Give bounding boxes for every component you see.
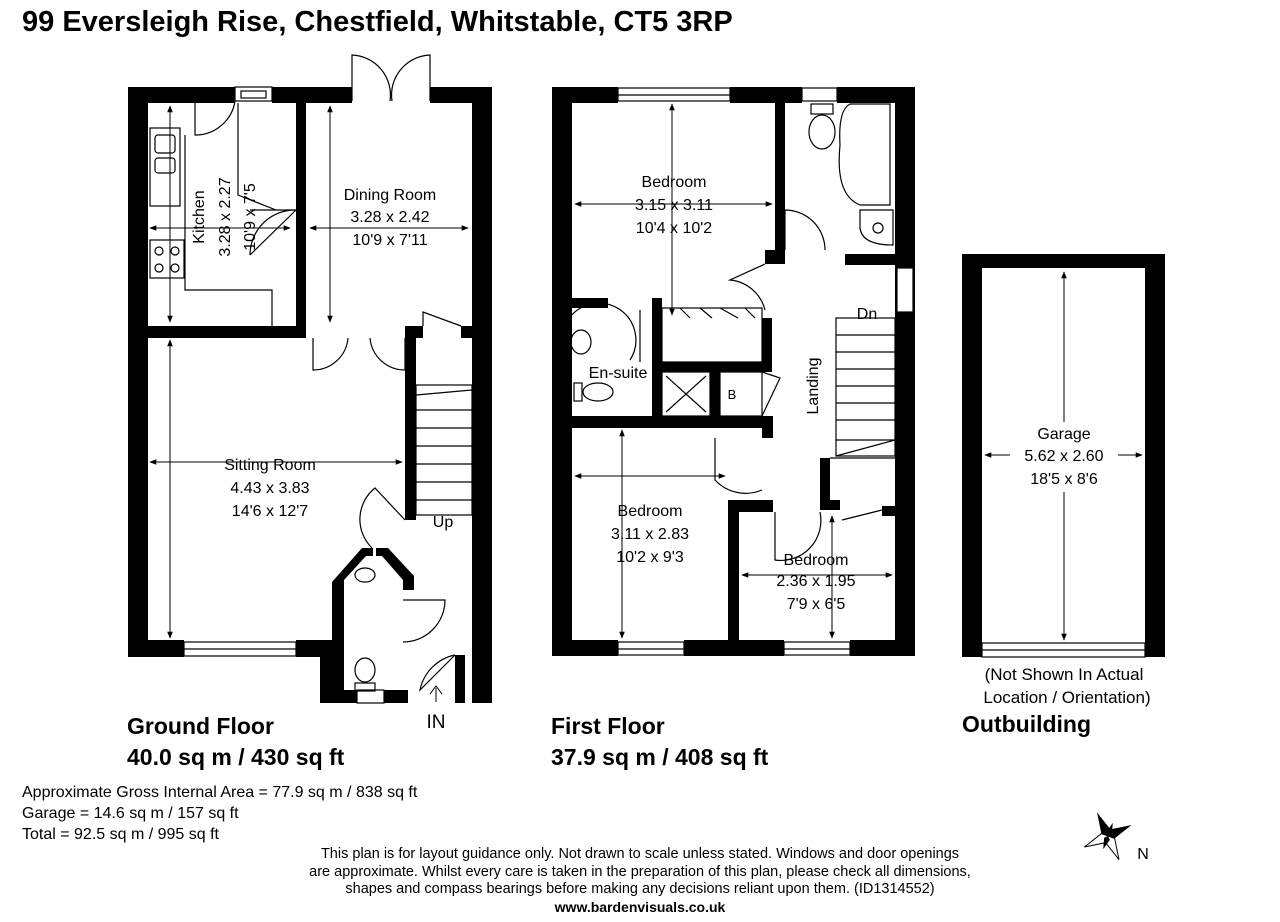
- wall: [455, 655, 465, 703]
- outbuilding-plan: [962, 254, 1165, 657]
- wall: [145, 326, 305, 338]
- ground-floor-area: 40.0 sq m / 430 sq ft: [127, 744, 345, 770]
- landing-label: Landing: [805, 358, 822, 415]
- wall: [652, 298, 662, 416]
- wall: [710, 362, 720, 416]
- total-area-text: Total = 92.5 sq m / 995 sq ft: [22, 826, 219, 843]
- wall: [405, 326, 416, 520]
- wall: [820, 458, 830, 508]
- wall: [895, 87, 915, 656]
- bedroom-2-metric: 3.11 x 2.83: [611, 526, 689, 543]
- wall: [568, 298, 608, 308]
- entrance-label: IN: [427, 712, 446, 733]
- first-floor-area: 37.9 sq m / 408 sq ft: [551, 744, 769, 770]
- wall: [376, 548, 414, 590]
- first-floor-details: [567, 87, 914, 656]
- bedroom-3-metric: 2.36 x 1.95: [776, 573, 855, 590]
- wall: [775, 101, 785, 256]
- bedroom-3-imperial: 7'9 x 6'5: [787, 596, 846, 613]
- disclaimer-line3: shapes and compass bearings before makin…: [345, 881, 935, 897]
- bedroom-3-label: Bedroom: [784, 552, 849, 569]
- wall: [552, 87, 572, 656]
- page-title: 99 Eversleigh Rise, Chestfield, Whitstab…: [22, 6, 733, 38]
- entrance-arrow-icon: [429, 685, 443, 702]
- dining-room-imperial: 10'9 x 7'11: [352, 232, 427, 249]
- compass-north-label: N: [1137, 846, 1149, 863]
- gross-area-text: Approximate Gross Internal Area = 77.9 s…: [22, 784, 418, 801]
- first-floor-dimension-arrows: [574, 103, 893, 639]
- wall: [1145, 254, 1165, 657]
- website-link[interactable]: www.bardenvisuals.co.uk: [554, 899, 726, 915]
- bedroom-2-imperial: 10'2 x 9'3: [616, 549, 684, 566]
- wall: [730, 87, 802, 103]
- ground-floor-labels: Kitchen 3.28 x 2.27 10'9 x 7'5 Dining Ro…: [191, 177, 453, 733]
- garage-door: [981, 642, 1146, 658]
- dining-room-label: Dining Room: [344, 187, 436, 204]
- wall: [320, 548, 373, 703]
- bedroom-1-metric: 3.15 x 3.11: [635, 197, 713, 214]
- first-floor-labels: Bedroom 3.15 x 3.11 10'4 x 10'2 Bedroom …: [589, 174, 878, 613]
- ground-floor-title: Ground Floor: [127, 713, 274, 739]
- wall: [850, 640, 915, 656]
- wall: [472, 87, 492, 703]
- wall: [765, 250, 785, 264]
- ground-floor-plan: [128, 87, 492, 703]
- wall: [128, 87, 148, 657]
- compass-icon: N: [1084, 812, 1149, 863]
- stairs-down-label: Dn: [857, 306, 877, 323]
- sitting-room-metric: 4.43 x 3.83: [230, 480, 309, 497]
- outbuilding-labels: Garage 5.62 x 2.60 18'5 x 8'6 (Not Shown…: [983, 422, 1151, 707]
- wall: [845, 254, 897, 265]
- wall: [684, 640, 784, 656]
- kitchen-label: Kitchen: [191, 190, 208, 243]
- garage-label: Garage: [1037, 426, 1090, 443]
- garage-metric: 5.62 x 2.60: [1024, 448, 1103, 465]
- outbuilding-note-line2: Location / Orientation): [983, 688, 1150, 707]
- wall: [552, 87, 618, 103]
- disclaimer-line1: This plan is for layout guidance only. N…: [320, 846, 960, 862]
- wall: [128, 640, 184, 657]
- wall: [962, 254, 982, 657]
- wall: [568, 416, 773, 428]
- wall: [128, 87, 235, 103]
- bedroom-1-imperial: 10'4 x 10'2: [636, 220, 712, 237]
- kitchen-imperial: 10'9 x 7'5: [242, 183, 259, 251]
- kitchen-metric: 3.28 x 2.27: [217, 177, 234, 256]
- wall: [728, 500, 739, 645]
- wall: [962, 254, 1165, 268]
- sitting-room-imperial: 14'6 x 12'7: [232, 503, 308, 520]
- bedroom-1-label: Bedroom: [642, 174, 707, 191]
- stairs-up-label: Up: [433, 514, 454, 531]
- wall: [728, 500, 773, 512]
- dining-room-metric: 3.28 x 2.42: [350, 209, 429, 226]
- wall: [461, 326, 476, 338]
- wall: [820, 500, 840, 510]
- wall: [762, 318, 772, 372]
- first-floor-plan: [552, 87, 915, 656]
- en-suite-label: En-suite: [589, 365, 648, 382]
- wall: [552, 640, 618, 656]
- garage-imperial: 18'5 x 8'6: [1030, 471, 1098, 488]
- ground-floor-details: [149, 54, 473, 704]
- outbuilding-note-line1: (Not Shown In Actual: [985, 665, 1144, 684]
- boiler-label: B: [728, 387, 737, 402]
- outbuilding-title: Outbuilding: [962, 711, 1092, 737]
- dimension-arrows: [149, 105, 469, 639]
- sitting-room-label: Sitting Room: [224, 457, 316, 474]
- garage-area-text: Garage = 14.6 sq m / 157 sq ft: [22, 805, 239, 822]
- bedroom-2-label: Bedroom: [618, 503, 683, 520]
- wall: [272, 87, 352, 103]
- wall: [384, 690, 408, 703]
- disclaimer-line2: are approximate. Whilst every care is ta…: [309, 864, 971, 880]
- wall: [296, 101, 306, 338]
- wall: [882, 506, 897, 516]
- wall: [762, 428, 773, 438]
- first-floor-title: First Floor: [551, 713, 665, 739]
